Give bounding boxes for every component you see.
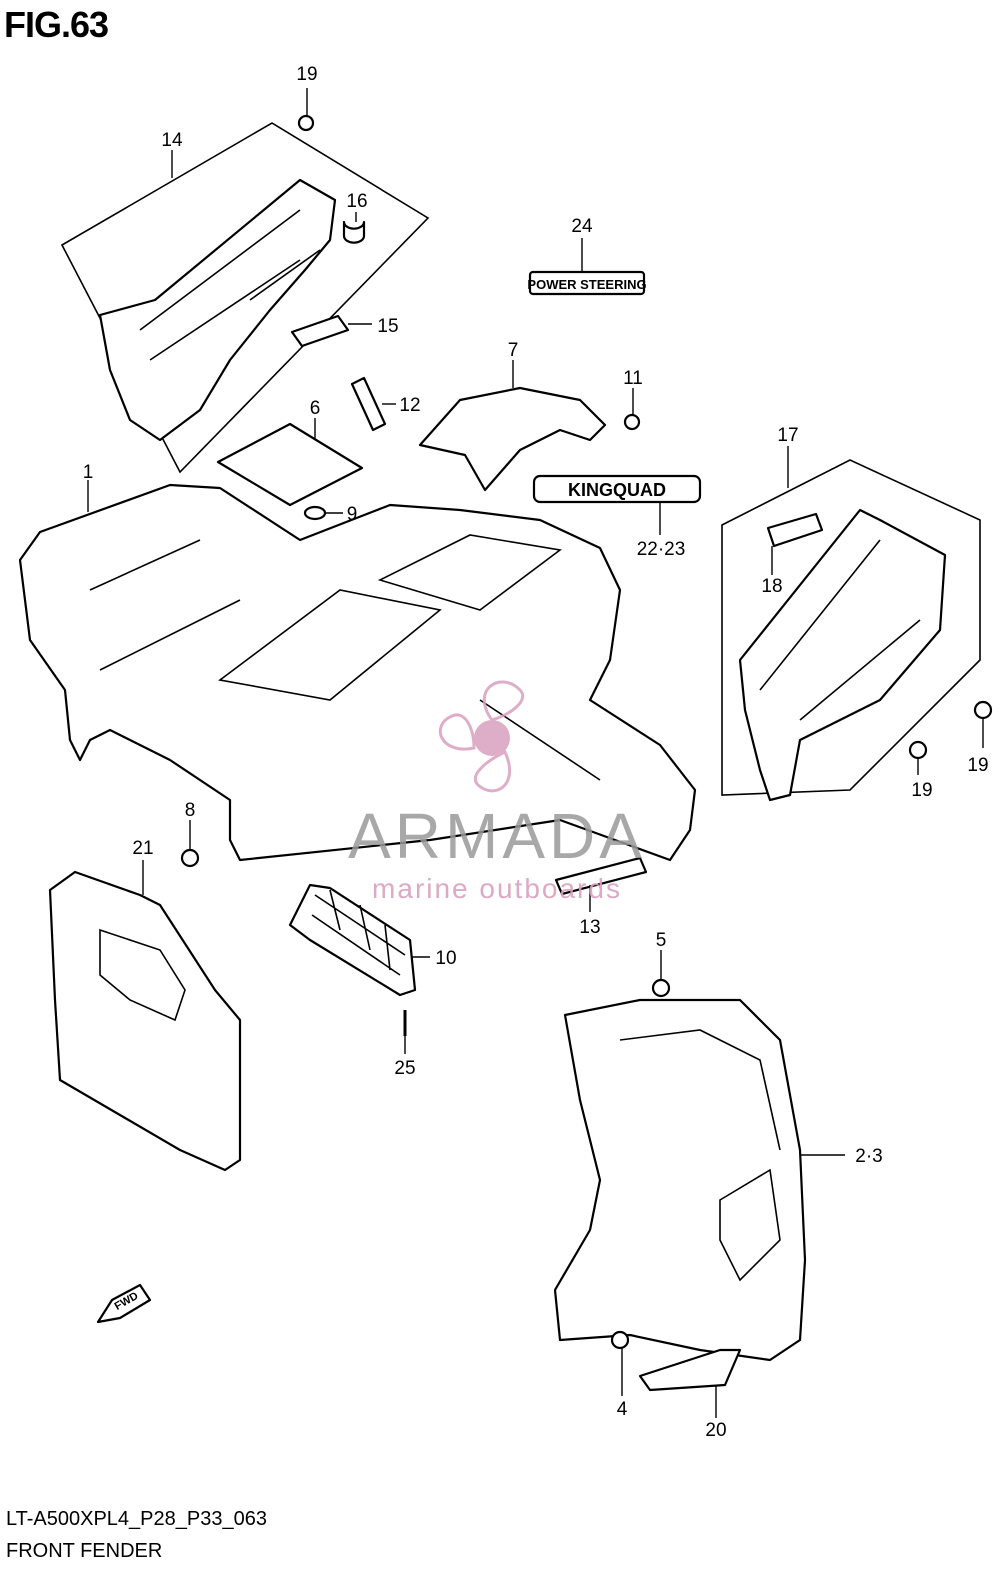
decal-kingquad (532, 474, 702, 504)
watermark-tagline: marine outboards (372, 873, 622, 904)
callout-labels: 1 2·3 4 5 6 7 8 9 10 11 12 13 14 15 16 1… (83, 64, 989, 1441)
callout-label: 16 (346, 191, 367, 212)
part-6-lid (216, 422, 364, 507)
callout-label: 24 (571, 216, 593, 237)
callout-label: 19 (911, 780, 932, 801)
part-17-panel (738, 508, 947, 802)
part-20-strip (638, 1348, 742, 1392)
fwd-arrow-icon (96, 1283, 152, 1324)
decal-power-steering (528, 270, 646, 296)
decal-power-steering-text: POWER STEERING (527, 277, 646, 292)
callout-label: 7 (508, 340, 519, 361)
figure-title: FIG.63 (4, 4, 109, 45)
callout-label: 8 (185, 800, 196, 821)
part-15-pad (290, 314, 350, 348)
callout-label: 14 (161, 130, 183, 151)
callout-label: 10 (435, 948, 456, 969)
part-19-bolt-right (973, 700, 993, 720)
footer-name: FRONT FENDER (6, 1540, 163, 1562)
callout-label: 2·3 (855, 1146, 882, 1167)
part-8-bolt (180, 848, 200, 868)
part-10-grille (288, 883, 417, 997)
watermark-logo (438, 680, 524, 793)
watermark-brand: ARMADA (348, 800, 646, 872)
callout-label: 20 (705, 1420, 726, 1441)
part-18-pad (766, 512, 824, 548)
part-12-strip (350, 376, 387, 432)
decal-kingquad-text: KINGQUAD (568, 480, 666, 500)
callout-label: 12 (399, 395, 420, 416)
part-7-cover (418, 386, 607, 492)
callout-label: 22·23 (637, 539, 686, 560)
part-19-bolt-lower (908, 740, 928, 760)
callout-label: 25 (394, 1058, 415, 1079)
part-11-bolt (623, 413, 641, 431)
part-9-grommet (303, 505, 327, 521)
leader-lines (87, 88, 984, 1418)
part-4-bolt (610, 1330, 630, 1350)
part-group-box-right (721, 459, 981, 796)
part-1-front-fender (18, 483, 697, 862)
callout-label: 1 (83, 462, 94, 483)
callout-label: 15 (377, 316, 398, 337)
part-21-panel (48, 870, 242, 1172)
part-5-bolt (651, 978, 671, 998)
callout-label: 17 (777, 425, 798, 446)
callout-label: 18 (761, 576, 782, 597)
callout-label: 21 (132, 838, 153, 859)
callout-label: 6 (310, 398, 321, 419)
callout-label: 4 (617, 1399, 628, 1420)
part-2-3-mudguard (553, 998, 807, 1362)
part-13-strip (554, 856, 648, 896)
callout-label: 11 (623, 368, 643, 389)
part-16-grommet (342, 220, 366, 244)
callout-label: 5 (656, 930, 667, 951)
callout-label: 9 (347, 504, 358, 525)
callout-label: 19 (296, 64, 317, 85)
part-14-panel (98, 178, 337, 442)
footer-code: LT-A500XPL4_P28_P33_063 (6, 1508, 267, 1530)
callout-label: 13 (579, 917, 600, 938)
part-19-bolt-top (297, 114, 315, 132)
callout-label: 19 (967, 755, 988, 776)
